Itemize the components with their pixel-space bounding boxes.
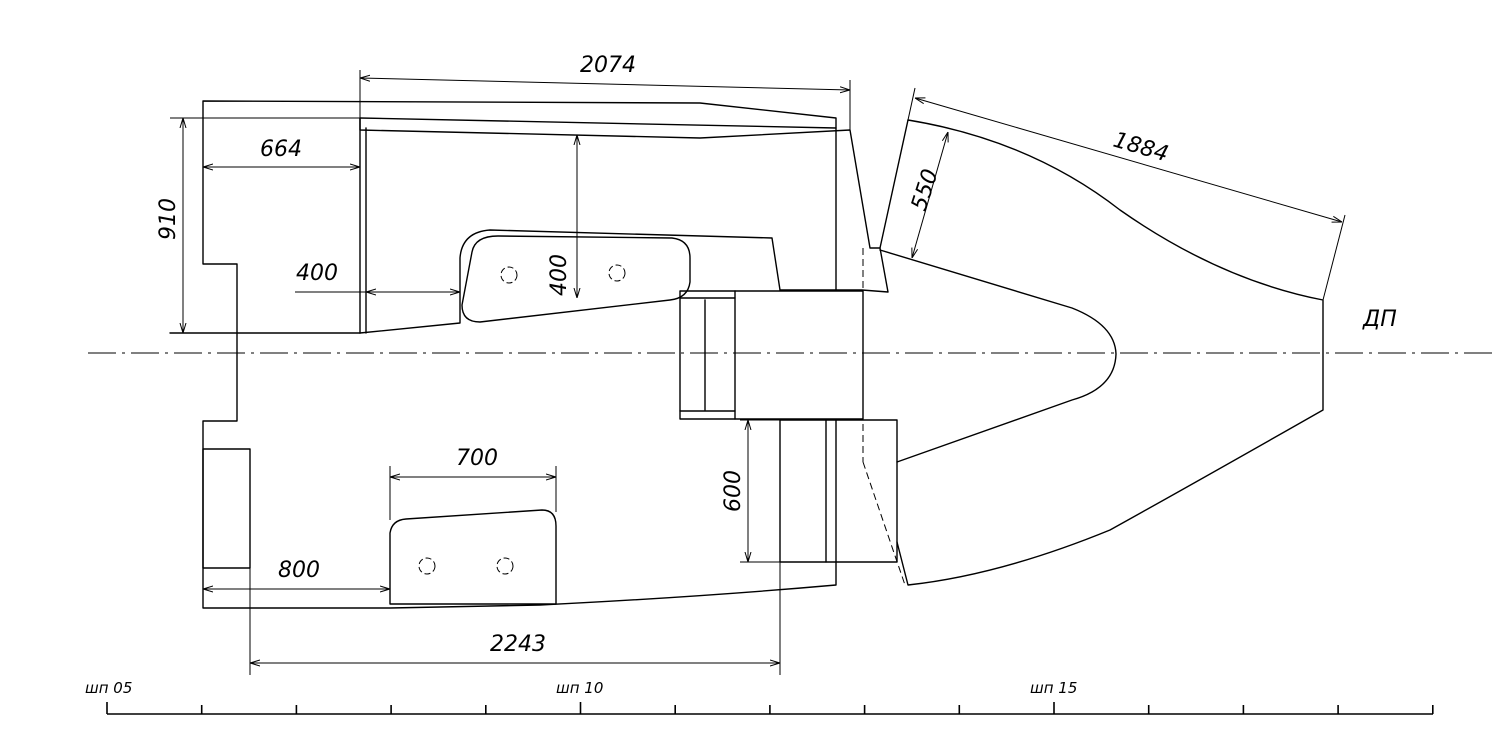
bow-locker [879, 249, 1117, 463]
upper-cushion [461, 235, 691, 323]
dim-400-pad: 400 [547, 254, 572, 296]
console-left-step [679, 290, 736, 420]
cushion-fixture [500, 266, 518, 284]
frame-label-15: шп 15 [1030, 679, 1077, 697]
hull-outline [202, 100, 837, 609]
dim-910: 910 [156, 198, 181, 240]
upper-side-seat [359, 229, 781, 334]
stern-seat [202, 448, 251, 569]
cushion-fixture [608, 264, 626, 282]
dim-2243: 2243 [490, 632, 546, 657]
lower-cushion [389, 509, 557, 605]
frame-label-10: шп 10 [556, 679, 603, 697]
cushion-fixture [496, 557, 514, 575]
bow-deck-aft-edge [879, 119, 909, 249]
dim-2074: 2074 [580, 53, 636, 78]
console-block [734, 290, 864, 420]
hidden-line [862, 461, 906, 586]
dim-1884: 1884 [1110, 128, 1171, 167]
lower-seat-block [779, 419, 898, 563]
dim-700: 700 [456, 446, 498, 471]
dim-400-left: 400 [296, 261, 338, 286]
frame-scale [106, 702, 1434, 715]
centerline-label: ДП [1362, 307, 1397, 332]
cushion-fixture [418, 557, 436, 575]
dim-800: 800 [278, 558, 320, 583]
upper-gunwale-inner [359, 117, 889, 293]
frame-label-05: шп 05 [85, 679, 132, 697]
dim-664: 664 [260, 137, 302, 162]
dim-550: 550 [907, 166, 944, 214]
upper-gunwale-top [359, 117, 837, 129]
dim-600: 600 [721, 470, 746, 512]
